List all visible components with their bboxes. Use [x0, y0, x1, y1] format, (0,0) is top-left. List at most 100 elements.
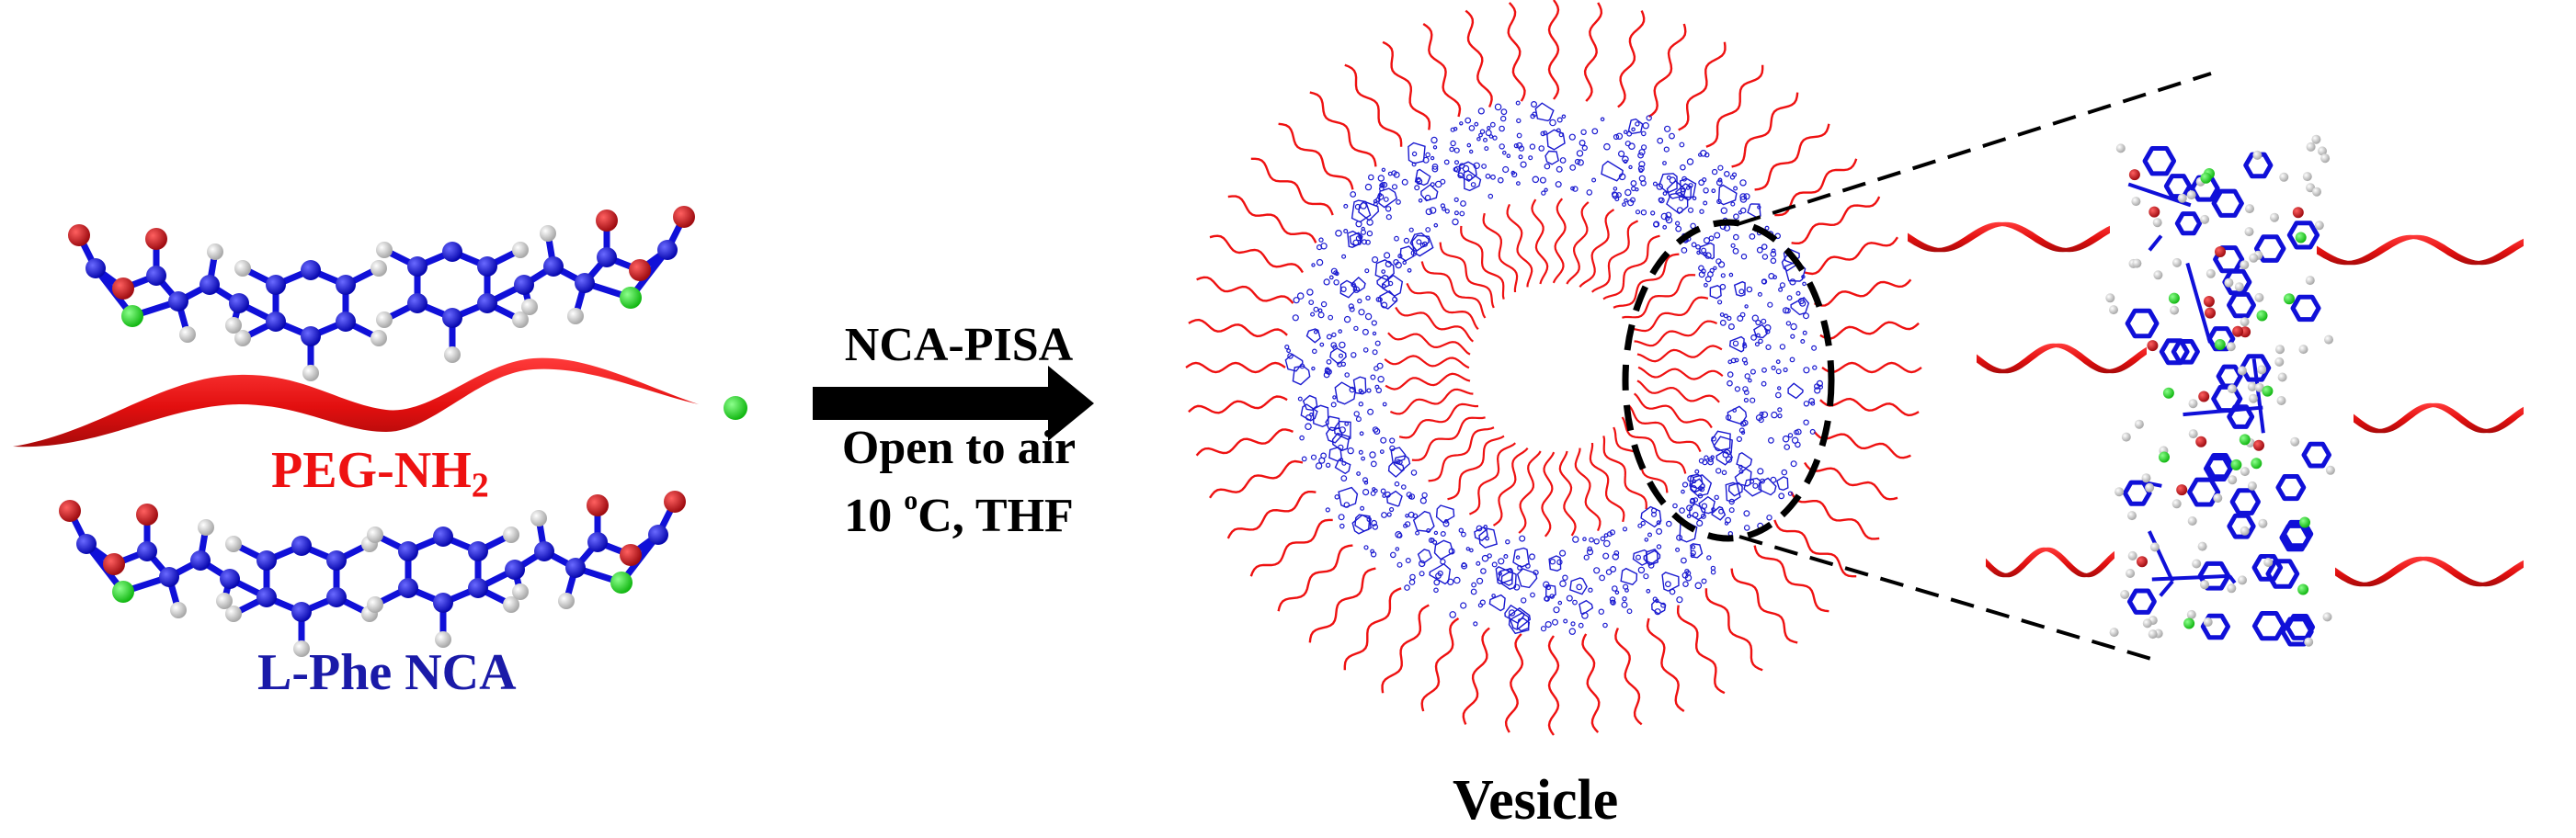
pphe-segment — [1310, 311, 1316, 317]
zoomed-bilayer-panel — [1908, 134, 2524, 647]
pphe-segment — [1761, 380, 1767, 387]
pphe-segment — [1410, 470, 1418, 476]
pphe-ring — [1393, 455, 1411, 472]
pphe-segment — [1751, 314, 1760, 322]
hydrogen-atom — [2200, 580, 2209, 590]
pphe-segment — [1557, 600, 1563, 606]
pphe-ring — [1601, 160, 1624, 182]
pphe-segment — [1743, 360, 1749, 366]
pphe-segment — [1358, 309, 1365, 316]
pphe-segment — [1433, 587, 1439, 594]
carbon-atom — [168, 291, 188, 311]
pphe-segment — [1646, 115, 1652, 121]
pphe-segment — [1715, 258, 1722, 265]
oxygen-atom — [673, 206, 695, 228]
peg-chain — [1460, 225, 1505, 300]
pphe-segment — [1734, 357, 1739, 363]
vesicle-assembly — [1185, 0, 2212, 736]
pphe-segment — [1286, 348, 1291, 354]
pphe-segment — [1481, 554, 1489, 562]
phenyl-ring — [2280, 617, 2314, 647]
hydrogen-atom — [2127, 550, 2137, 561]
pphe-segment — [1574, 158, 1581, 165]
pphe-segment — [1359, 431, 1364, 436]
pphe-segment — [1752, 482, 1759, 489]
pphe-segment — [1402, 260, 1408, 266]
peg-chain — [1558, 450, 1577, 537]
pphe-segment — [1742, 344, 1748, 349]
vesicle-pphe-membrane — [1284, 100, 1824, 635]
hydrogen-atom — [207, 243, 223, 260]
pphe-segment — [1732, 340, 1739, 346]
pphe-segment — [1371, 320, 1377, 326]
pphe-ring — [1379, 289, 1398, 310]
pphe-segment — [1613, 187, 1618, 191]
pphe-segment — [1635, 187, 1639, 192]
pphe-segment — [1351, 352, 1357, 358]
nitrogen-atom — [2299, 516, 2310, 528]
pphe-segment — [1299, 435, 1305, 441]
peg-chain — [1821, 361, 1922, 374]
pphe-segment — [1767, 301, 1773, 308]
pphe-segment — [1474, 121, 1479, 127]
hydrogen-atom — [225, 317, 242, 334]
hydrogen-atom — [2238, 575, 2247, 585]
phenyl-ring — [2229, 488, 2261, 515]
oxygen-atom — [587, 494, 609, 516]
amine-end-atom — [724, 396, 747, 420]
pphe-segment — [1325, 462, 1331, 468]
peg-chain — [1439, 242, 1495, 309]
pphe-segment — [1591, 128, 1599, 135]
pphe-segment — [1755, 414, 1762, 422]
nitrogen-atom — [2251, 458, 2263, 470]
pphe-ring — [1548, 555, 1562, 572]
pphe-segment — [1431, 165, 1439, 173]
hydrogen-atom — [2305, 276, 2315, 286]
pphe-segment — [1505, 539, 1510, 545]
carbon-atom — [575, 273, 595, 293]
hydrogen-atom — [567, 308, 584, 324]
pphe-segment — [1416, 176, 1421, 183]
pphe-segment — [1803, 367, 1810, 374]
phenyl-ring — [2163, 174, 2193, 199]
pphe-segment — [1339, 341, 1346, 349]
pphe-segment — [1775, 368, 1782, 375]
pphe-segment — [1372, 426, 1379, 433]
pphe-segment — [1694, 469, 1700, 474]
carbon-atom — [159, 567, 179, 587]
pphe-segment — [1569, 164, 1577, 171]
pphe-segment — [1377, 175, 1385, 182]
pphe-segment — [1372, 524, 1379, 530]
pphe-segment — [1809, 428, 1816, 435]
phenyl-ring — [2205, 453, 2235, 480]
peg-chain — [1507, 2, 1526, 102]
pphe-segment — [1363, 480, 1369, 485]
pphe-segment — [1781, 469, 1788, 476]
peg-chain-right — [2317, 234, 2524, 266]
nitrogen-atom — [2230, 459, 2242, 470]
pphe-segment — [1461, 562, 1468, 570]
zoomed-peg-chains — [1908, 221, 2524, 587]
pphe-segment — [1338, 329, 1343, 334]
pphe-segment — [1795, 441, 1801, 448]
pphe-segment — [1582, 537, 1587, 542]
hydrogen-atom — [2277, 372, 2287, 382]
pphe-segment — [1703, 187, 1709, 194]
peg-chain-right — [2335, 556, 2524, 587]
pphe-segment — [1516, 142, 1523, 149]
pphe-segment — [1588, 587, 1593, 593]
pphe-ring — [1463, 169, 1482, 192]
peg-chain — [1411, 416, 1486, 461]
hydrogen-atom — [2114, 487, 2125, 497]
pphe-segment — [1568, 628, 1577, 635]
pphe-ring — [1387, 461, 1405, 478]
carbon-atom — [220, 569, 240, 589]
oxygen-atom — [103, 553, 125, 575]
pphe-segment — [1641, 130, 1647, 137]
pphe-segment — [1622, 596, 1627, 602]
pphe-ring — [1374, 259, 1395, 281]
pphe-segment — [1570, 621, 1576, 627]
pphe-segment — [1786, 295, 1793, 301]
pphe-segment — [1576, 583, 1583, 591]
pphe-segment — [1318, 457, 1326, 464]
